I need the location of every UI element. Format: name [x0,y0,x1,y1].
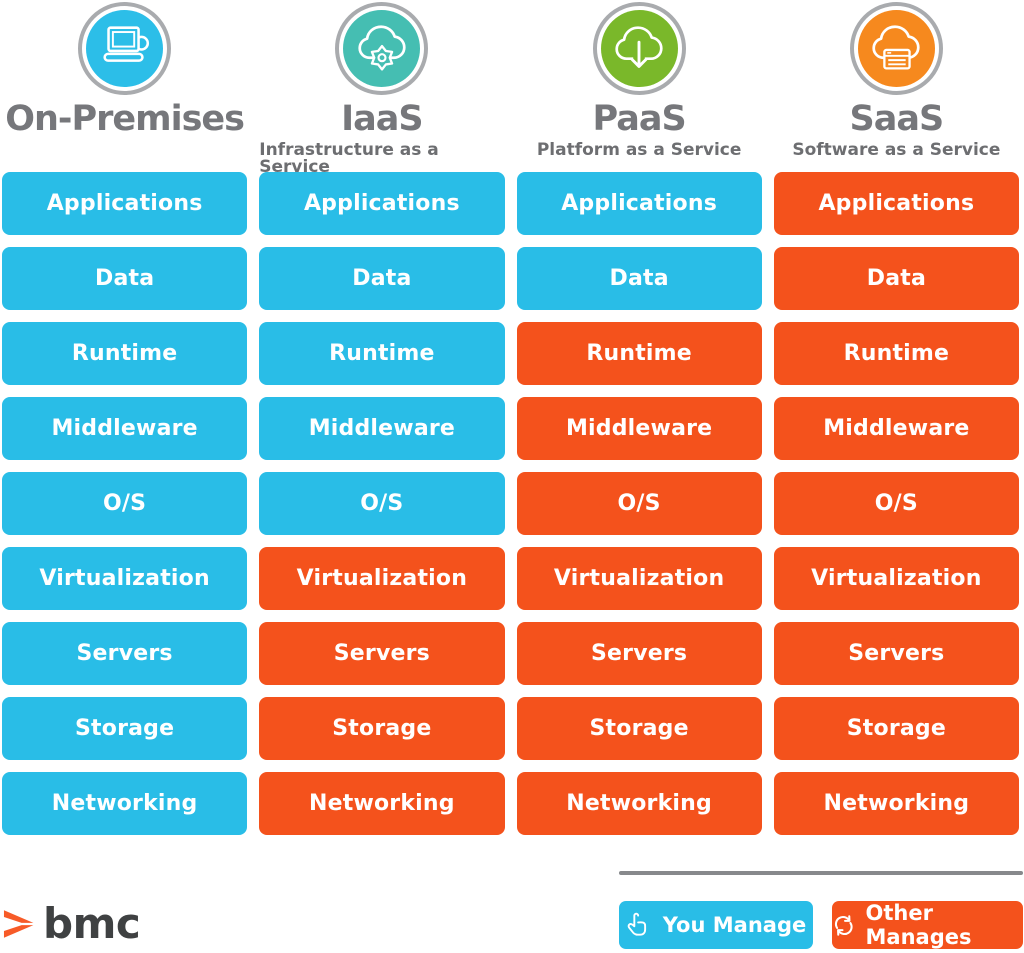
column-subtitle: Infrastructure as a Service [259,139,439,177]
cell-saas-servers: Servers [773,622,1019,685]
cell-iaas-applications: Applications [259,172,505,235]
you-manage-label: You Manage [662,913,807,937]
cloud-app-icon [857,10,935,87]
column-header-paas: PaaS Platform as a Service [517,0,762,176]
cell-onprem-servers: Servers [2,622,248,685]
cell-saas-storage: Storage [773,697,1019,760]
cell-paas-virtualization: Virtualization [516,547,762,610]
cell-onprem-middleware: Middleware [2,397,248,460]
bmc-wordmark: bmc [43,899,141,948]
bmc-logo: bmc [2,899,141,949]
cell-paas-storage: Storage [516,697,762,760]
icon-ring [849,2,943,95]
cell-saas-networking: Networking [773,772,1019,835]
column-header-iaas: IaaS Infrastructure as a Service [259,0,504,176]
cell-saas-applications: Applications [773,172,1019,235]
column-header-saas: SaaS Software as a Service [774,0,1019,176]
column-title: SaaS [849,99,945,139]
cell-saas-os: O/S [773,472,1019,535]
cell-saas-middleware: Middleware [773,397,1019,460]
you-manage-button[interactable]: You Manage [619,901,813,949]
cell-paas-os: O/S [516,472,762,535]
cell-onprem-networking: Networking [2,772,248,835]
cloud-download-icon [600,10,678,87]
pointing-hand-icon [627,912,646,936]
column-title: On-Premises [5,99,245,139]
cell-paas-runtime: Runtime [516,322,762,385]
cell-iaas-servers: Servers [259,622,505,685]
other-manages-label: Other Manages [865,901,972,949]
cell-paas-servers: Servers [516,622,762,685]
icon-ring [335,2,429,95]
cell-iaas-storage: Storage [259,697,505,760]
layer-stack-grid: Applications Applications Applications A… [2,172,1019,835]
column-subtitle: Platform as a Service [536,139,742,160]
bmc-emblem-icon [3,910,34,938]
column-title: IaaS [341,99,423,139]
cell-onprem-storage: Storage [2,697,248,760]
refresh-icon [834,914,853,936]
cell-iaas-runtime: Runtime [259,322,505,385]
cell-paas-applications: Applications [516,172,762,235]
column-header-on-premises: On-Premises [2,0,247,176]
column-subtitle: Software as a Service [792,139,1001,160]
other-manages-button[interactable]: Other Manages [832,901,1023,949]
cell-iaas-data: Data [259,247,505,310]
cell-onprem-virtualization: Virtualization [2,547,248,610]
legend-divider [619,871,1023,875]
cell-iaas-middleware: Middleware [259,397,505,460]
cell-saas-data: Data [773,247,1019,310]
cell-onprem-os: O/S [2,472,248,535]
cell-saas-virtualization: Virtualization [773,547,1019,610]
column-title: PaaS [592,99,687,139]
cell-iaas-virtualization: Virtualization [259,547,505,610]
cell-onprem-runtime: Runtime [2,322,248,385]
cell-paas-middleware: Middleware [516,397,762,460]
laptop-icon [86,10,164,87]
cell-paas-data: Data [516,247,762,310]
icon-ring [592,2,686,95]
cell-onprem-data: Data [2,247,248,310]
cell-iaas-os: O/S [259,472,505,535]
columns-header: On-Premises IaaS Infrastructure as a Ser… [2,0,1019,176]
cell-saas-runtime: Runtime [773,322,1019,385]
cloud-gear-icon [343,10,421,87]
icon-ring [78,2,172,95]
cell-iaas-networking: Networking [259,772,505,835]
cell-onprem-applications: Applications [2,172,248,235]
cell-paas-networking: Networking [516,772,762,835]
